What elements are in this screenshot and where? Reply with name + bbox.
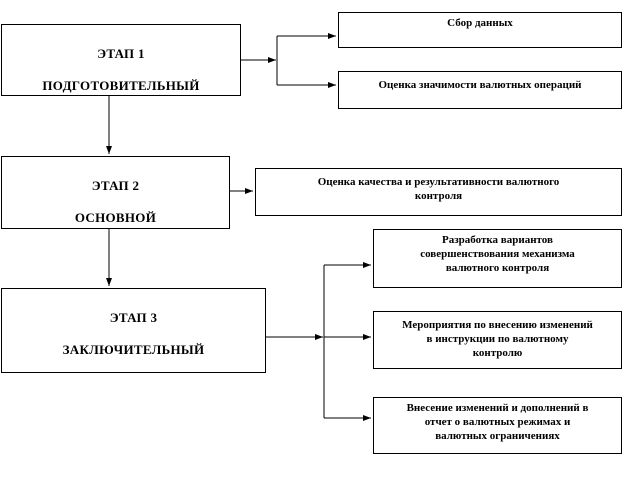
step-report-changes: Внесение изменений и дополнений в отчет … (373, 397, 622, 454)
stage1-title: ЭТАП 1 (97, 46, 145, 61)
stage3-box: ЭТАП 3 ЗАКЛЮЧИТЕЛЬНЫЙ (1, 288, 266, 373)
step-significance-assessment: Оценка значимости валютных операций (338, 71, 622, 109)
stage1-subtitle: ПОДГОТОВИТЕЛЬНЫЙ (42, 78, 200, 93)
stage2-subtitle: ОСНОВНОЙ (74, 210, 157, 225)
step-data-collection: Сбор данных (338, 12, 622, 48)
step-improvement-options: Разработка вариантов совершенствования м… (373, 229, 622, 288)
step-quality-assessment: Оценка качества и результативности валют… (255, 168, 622, 216)
stage3-subtitle: ЗАКЛЮЧИТЕЛЬНЫЙ (62, 342, 205, 357)
step-instruction-changes: Мероприятия по внесению изменений в инст… (373, 311, 622, 369)
stage2-box: ЭТАП 2 ОСНОВНОЙ (1, 156, 230, 229)
stage2-title: ЭТАП 2 (91, 178, 140, 193)
stage1-box: ЭТАП 1 ПОДГОТОВИТЕЛЬНЫЙ (1, 24, 241, 96)
stage3-title: ЭТАП 3 (109, 310, 158, 325)
